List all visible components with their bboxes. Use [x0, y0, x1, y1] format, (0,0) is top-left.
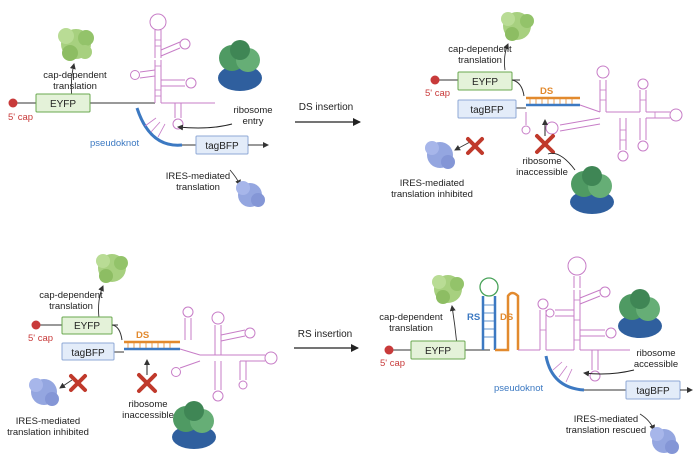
cap-translation-label-p3: cap-dependent: [39, 290, 103, 301]
ires-label-p4: IRES-mediated: [574, 414, 638, 425]
ribosome-inaccessible-label: ribosome: [522, 156, 561, 167]
ds-label-p2: DS: [540, 86, 553, 97]
ds-strand-p4: [495, 291, 520, 352]
tagbfp-label-p3: tagBFP: [71, 348, 105, 359]
tagbfp-protein-icon: [236, 181, 265, 207]
ires-rna-structure: [130, 13, 215, 130]
ires-label-p2: IRES-mediated: [400, 178, 464, 189]
cap-icon: [8, 98, 18, 108]
ribosome-entry-label-2: entry: [242, 116, 263, 127]
ribosome-inaccessible-label-p3-2: inaccessible: [122, 410, 174, 421]
cap-translation-label-p4-2: translation: [389, 323, 433, 334]
cap-icon-p4: [384, 345, 394, 355]
pseudoknot-label: pseudoknot: [90, 138, 139, 149]
cap-translation-label-p3-2: translation: [49, 301, 93, 312]
eyfp-label: EYFP: [50, 99, 76, 110]
cap-label-p4: 5' cap: [380, 358, 405, 369]
ires-rna-structure-p3: [171, 306, 278, 402]
ds-label-p3: DS: [136, 330, 149, 341]
ires-rescued-label-p4: translation rescued: [566, 425, 646, 436]
ribosome-accessible-label: ribosome: [636, 348, 675, 359]
eyfp-protein-icon-2: [501, 12, 534, 41]
tagbfp-protein-icon-p3: [29, 378, 59, 406]
ires-inhibited-label-p3: translation inhibited: [7, 427, 89, 438]
ribosome-inaccessible-label-2: inaccessible: [516, 167, 568, 178]
ires-rna-structure-p4: [537, 256, 630, 382]
eyfp-label-p3: EYFP: [74, 321, 100, 332]
eyfp-label-p4: EYFP: [425, 346, 451, 357]
pseudoknot-strand-p4: [544, 355, 585, 392]
ribosome-icon-p2: [570, 166, 614, 214]
tagbfp-label-p2: tagBFP: [470, 105, 504, 116]
ires-blocked-cross-icon: [466, 137, 484, 155]
ribosome-icon-p4: [618, 289, 662, 338]
rna-base-pairs: [155, 39, 161, 97]
ires-label-2: translation: [176, 182, 220, 193]
eyfp-protein-icon-3: [96, 254, 128, 283]
rs-loop: [479, 277, 499, 297]
rs-label: RS: [467, 312, 480, 323]
cap-translation-label-2: translation: [53, 81, 97, 92]
ribosome-inaccessible-label-p3: ribosome: [128, 399, 167, 410]
tagbfp-protein-icon-p2: [425, 141, 455, 169]
eyfp-box: [35, 93, 91, 113]
ds-insertion-label: DS insertion: [299, 102, 353, 113]
panel-rs-insertion: cap-dependent translation 5' cap EYFP RS…: [379, 256, 693, 454]
ires-blocked-cross-icon-p3: [69, 374, 87, 392]
cap-icon-p2: [430, 75, 440, 85]
ires-label-p3: IRES-mediated: [16, 416, 80, 427]
ires-label: IRES-mediated: [166, 171, 230, 182]
ribosome-icon-p3: [172, 401, 216, 449]
ires-inhibited-label-p2: translation inhibited: [391, 189, 473, 200]
rs-insertion-label: RS insertion: [298, 329, 352, 340]
pseudoknot-label-p4: pseudoknot: [494, 383, 543, 394]
cap-translation-label-p4: cap-dependent: [379, 312, 443, 323]
ribosome-entry-label: ribosome: [233, 105, 272, 116]
ires-rna-structure-p2: [521, 65, 683, 162]
cap-label-p2: 5' cap: [425, 88, 450, 99]
cap-translation-label: cap-dependent: [43, 70, 107, 81]
panel-ds-insertion: cap-dependent translation 5' cap EYFP DS…: [391, 12, 683, 214]
tagbfp-box-p2: [457, 99, 517, 119]
eyfp-protein-icon-4: [432, 275, 464, 304]
eyfp-box-p2: [457, 71, 513, 91]
tagbfp-label: tagBFP: [205, 141, 239, 152]
tagbfp-box-p3: [61, 342, 115, 361]
blocked-cross-icon-p3: [137, 373, 157, 393]
ribosome-accessible-label-2: accessible: [634, 359, 678, 370]
panel-wild-type: cap-dependent translation 5' cap EYFP: [8, 13, 273, 207]
eyfp-label-p2: EYFP: [472, 77, 498, 88]
cap-translation-label-p2: cap-dependent: [448, 44, 512, 55]
blocked-cross-icon: [535, 134, 555, 154]
pseudoknot-strand: [135, 107, 183, 147]
eyfp-box-p4: [410, 340, 466, 360]
cap-translation-label-p2-2: translation: [458, 55, 502, 66]
tagbfp-label-p4: tagBFP: [636, 386, 670, 397]
ribosome-icon: [218, 40, 262, 91]
cap-icon-p3: [31, 320, 41, 330]
tagbfp-protein-icon-p4: [650, 427, 679, 454]
cap-label-p3: 5' cap: [28, 333, 53, 344]
eyfp-protein-icon: [58, 28, 94, 61]
panel-ds-only: cap-dependent translation 5' cap EYFP DS…: [7, 254, 278, 449]
cap-label: 5' cap: [8, 112, 33, 123]
ds-label-p4: DS: [500, 312, 513, 323]
